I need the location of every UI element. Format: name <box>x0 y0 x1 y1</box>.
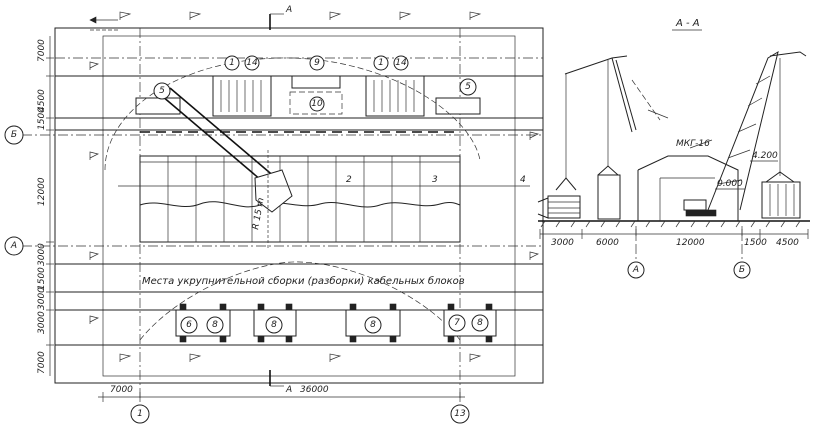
left-dim-3000-c: 3000 <box>37 311 47 334</box>
col-axis-1: 1 <box>137 409 143 419</box>
site-boundary-inner <box>102 35 516 377</box>
row-axis-b: Б <box>11 130 17 140</box>
section-dim-12000: 12000 <box>676 238 705 248</box>
callout-8-b: 8 <box>271 320 277 330</box>
section-axis-b: Б <box>739 265 745 275</box>
callout-7: 7 <box>454 318 460 328</box>
callout-8-a: 8 <box>212 320 218 330</box>
plan-view: 2 3 4 R 15 m Места укрупнительной сборки… <box>4 5 544 424</box>
callout-14-left: 14 <box>246 58 258 68</box>
cut-label-bottom: А <box>285 385 292 395</box>
section-dim-1500: 1500 <box>744 238 767 248</box>
row-axis-a: А <box>10 241 17 251</box>
left-dim-3000-b: 3000 <box>37 287 47 310</box>
callout-6: 6 <box>186 320 192 330</box>
bottom-dim-36000: 36000 <box>300 385 329 395</box>
building-outline <box>139 155 461 243</box>
left-dim-7000-bottom: 7000 <box>37 351 47 374</box>
left-dim-3000-a: 3000 <box>37 243 47 266</box>
big-crane <box>685 50 807 219</box>
crane-label: МКГ-16 <box>676 139 710 149</box>
station-2: 2 <box>346 175 352 185</box>
radius-label: R 15 m <box>251 197 266 231</box>
callout-1-right: 1 <box>378 58 384 68</box>
left-dim-12000: 12000 <box>37 177 47 206</box>
left-dim-7000-top: 7000 <box>37 39 47 62</box>
station-3: 3 <box>432 175 438 185</box>
left-dim-1500-top: 1500 <box>37 107 47 130</box>
callout-1-left: 1 <box>229 58 235 68</box>
section-dim-4500: 4500 <box>776 238 799 248</box>
callout-8-d: 8 <box>477 318 483 328</box>
callout-9: 9 <box>314 58 320 68</box>
left-dim-4500: 4500 <box>37 89 47 112</box>
site-boundary-outer <box>54 27 544 384</box>
callout-10: 10 <box>311 99 323 109</box>
boundary-flags <box>89 11 540 362</box>
callout-5-right: 5 <box>465 82 471 92</box>
section-dim-6000: 6000 <box>596 238 619 248</box>
callout-5-left: 5 <box>159 86 165 96</box>
assembly-caption: Места укрупнительной сборки (разборки) к… <box>142 275 465 287</box>
section-dim-3000: 3000 <box>551 238 574 248</box>
section-view: А - А <box>537 18 810 279</box>
section-title: А - А <box>675 18 700 29</box>
left-dim-1500-b: 1500 <box>37 267 47 290</box>
crane-boom-plan <box>161 87 293 213</box>
elevation-0000: 0.000 <box>717 179 743 189</box>
bottom-dim-7000: 7000 <box>110 385 133 395</box>
station-4: 4 <box>520 175 526 185</box>
cut-label-top: А <box>285 5 292 15</box>
building-section <box>637 155 739 221</box>
section-axis-a: А <box>632 265 639 275</box>
elevation-4200: 4.200 <box>752 151 778 161</box>
col-axis-13: 13 <box>454 409 466 419</box>
callout-14-right: 14 <box>395 58 407 68</box>
callout-8-c: 8 <box>370 320 376 330</box>
